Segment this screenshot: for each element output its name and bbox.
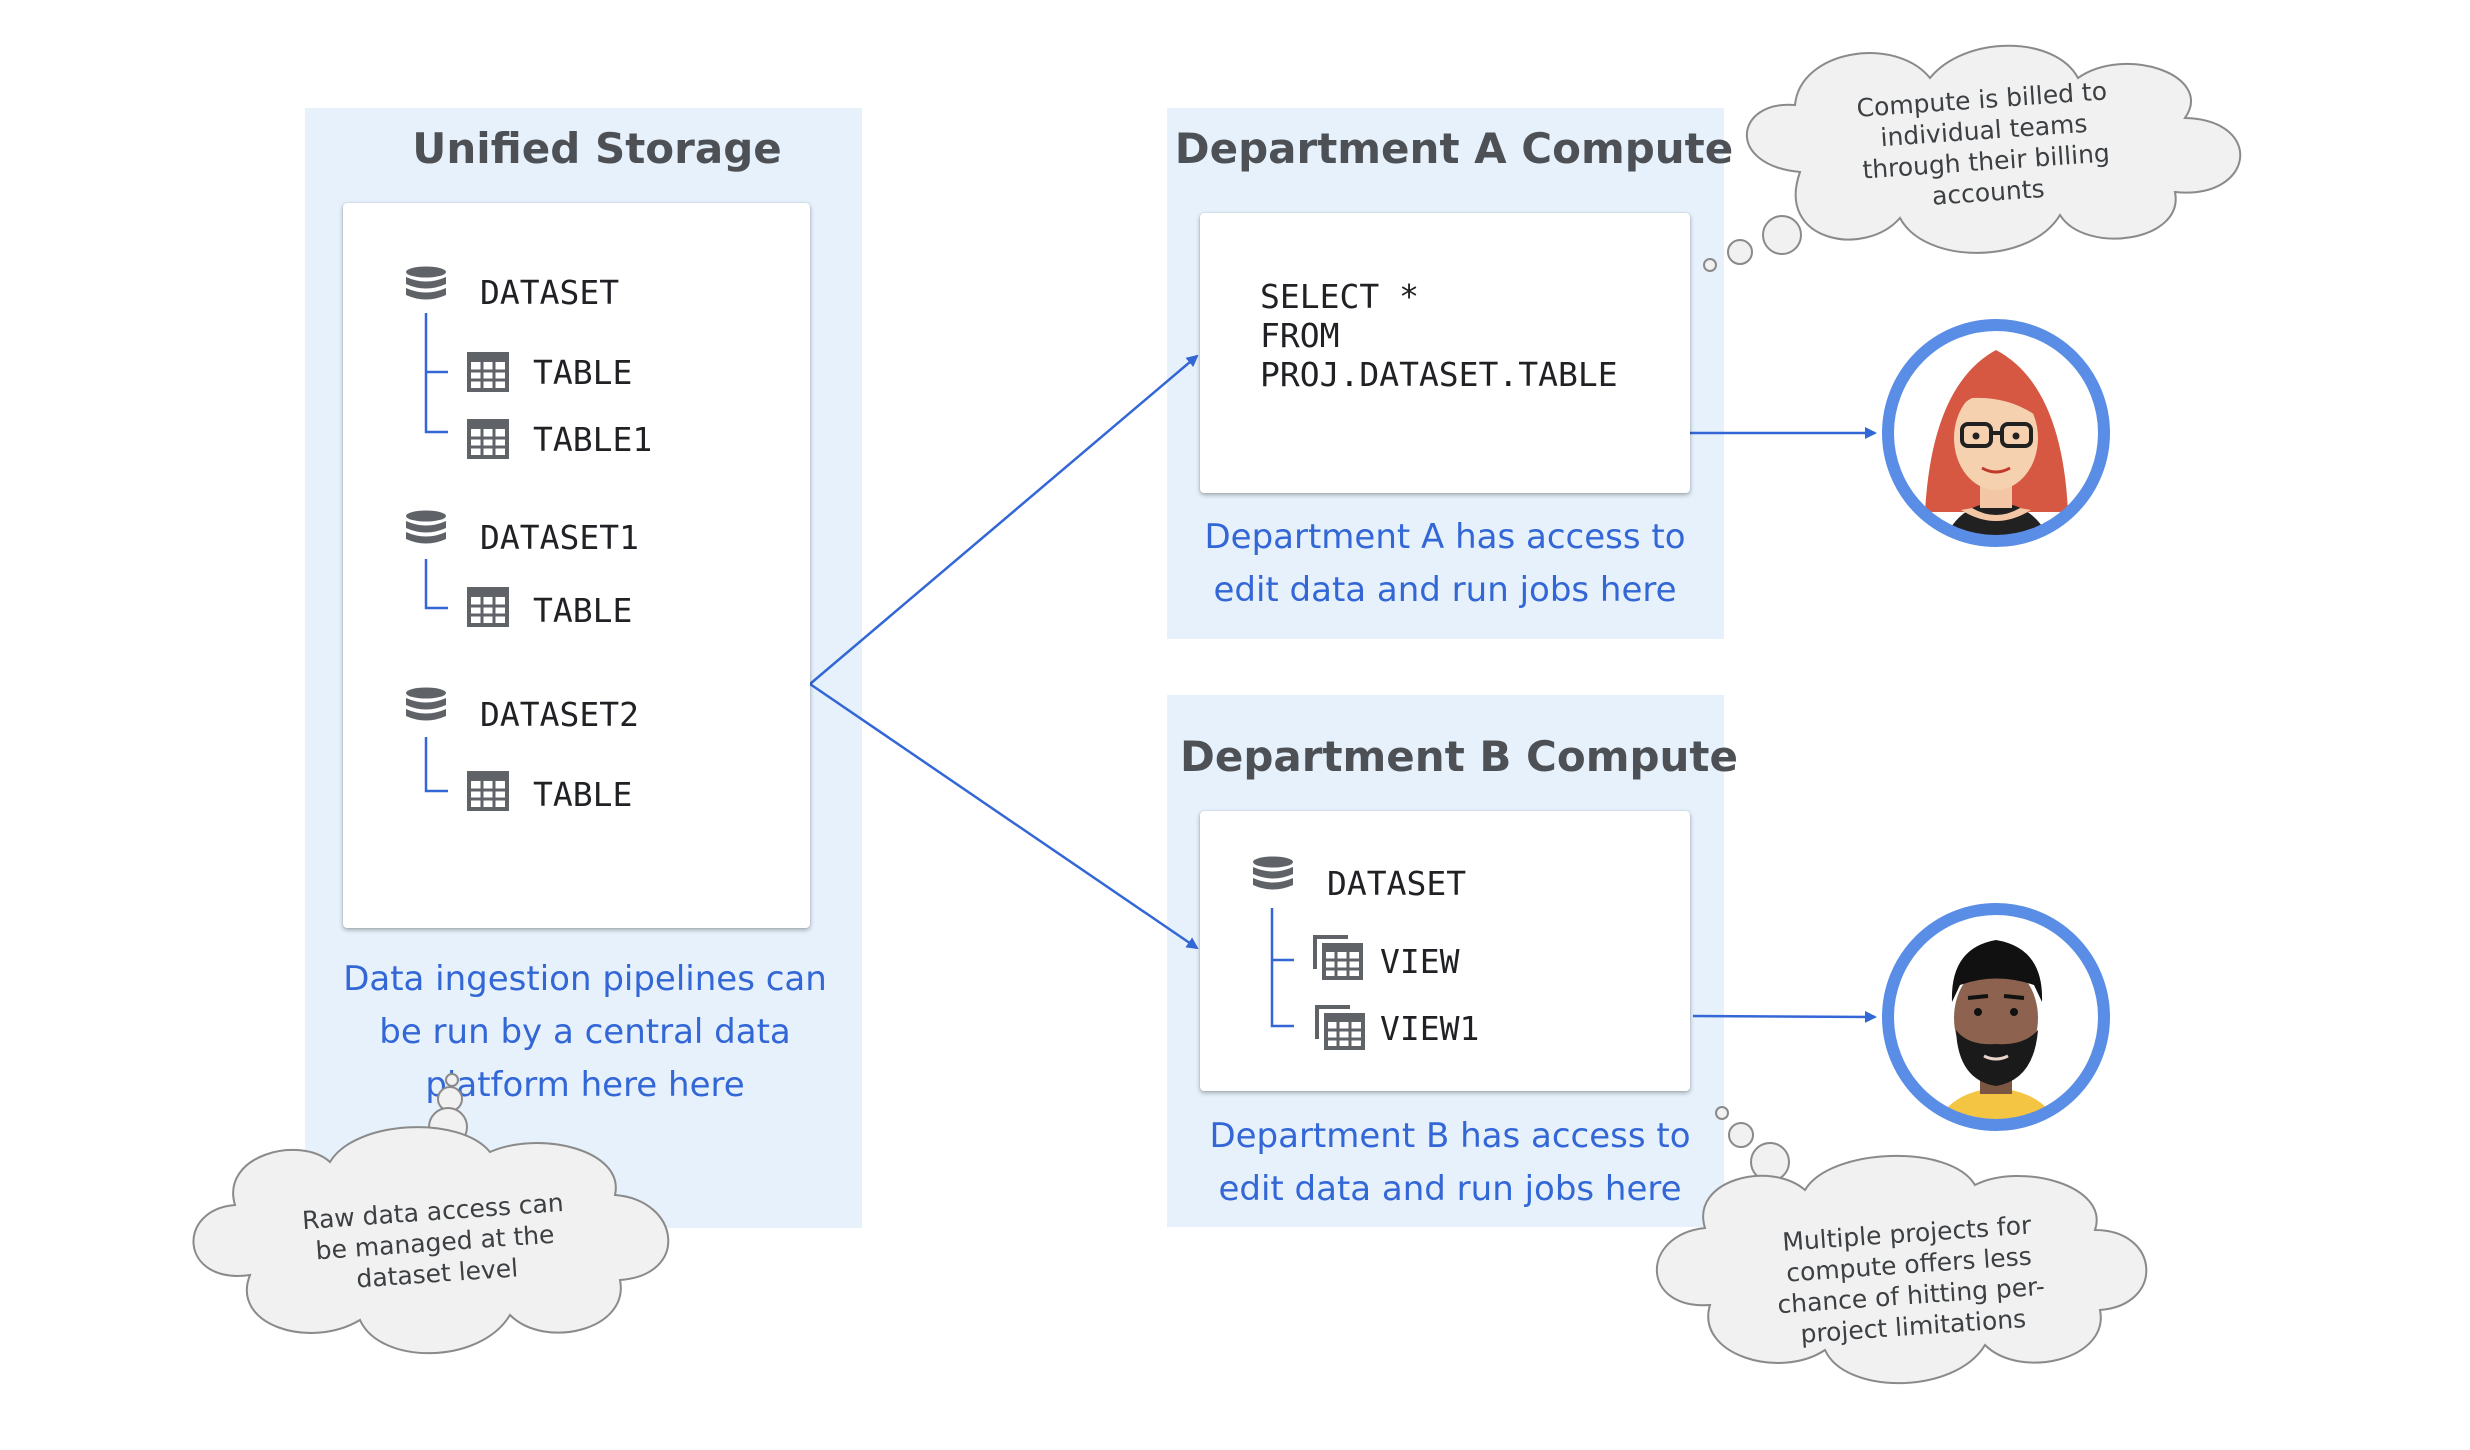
storage-card [343, 203, 810, 928]
department-a-title: Department A Compute [1174, 124, 1734, 173]
views-item-view1: VIEW1 [1380, 1009, 1480, 1048]
storage-item-table1: TABLE1 [533, 420, 653, 459]
storage-item-dataset2: DATASET2 [480, 695, 639, 734]
views-item-dataset: DATASET [1327, 864, 1467, 903]
department-a-caption: Department A has access to edit data and… [1204, 517, 1686, 610]
storage-item-table: TABLE [533, 775, 633, 814]
arrow-dept-b-to-person-b [1692, 1010, 1877, 1023]
query-line-from: FROM [1260, 316, 1340, 355]
storage-item-table: TABLE [533, 591, 633, 630]
storage-item-table: TABLE [533, 353, 633, 392]
storage-caption: Data ingestion pipelines can be run by a… [343, 959, 827, 1105]
arrow-storage-to-dept-b [809, 682, 1199, 950]
department-b-title: Department B Compute [1180, 732, 1738, 781]
arrow-storage-to-dept-a [809, 354, 1199, 685]
views-item-view: VIEW [1380, 942, 1460, 981]
storage-item-dataset: DATASET [480, 273, 620, 312]
query-line-table: PROJ.DATASET.TABLE [1260, 355, 1618, 394]
department-b-caption: Department B has access to edit data and… [1209, 1116, 1691, 1209]
query-card [1200, 213, 1690, 493]
storage-item-dataset1: DATASET1 [480, 518, 639, 557]
projects-cloud-text: Multiple projects for compute offers les… [1776, 1210, 2046, 1349]
unified-storage-title: Unified Storage [412, 124, 782, 173]
query-line-select: SELECT * [1260, 277, 1419, 316]
